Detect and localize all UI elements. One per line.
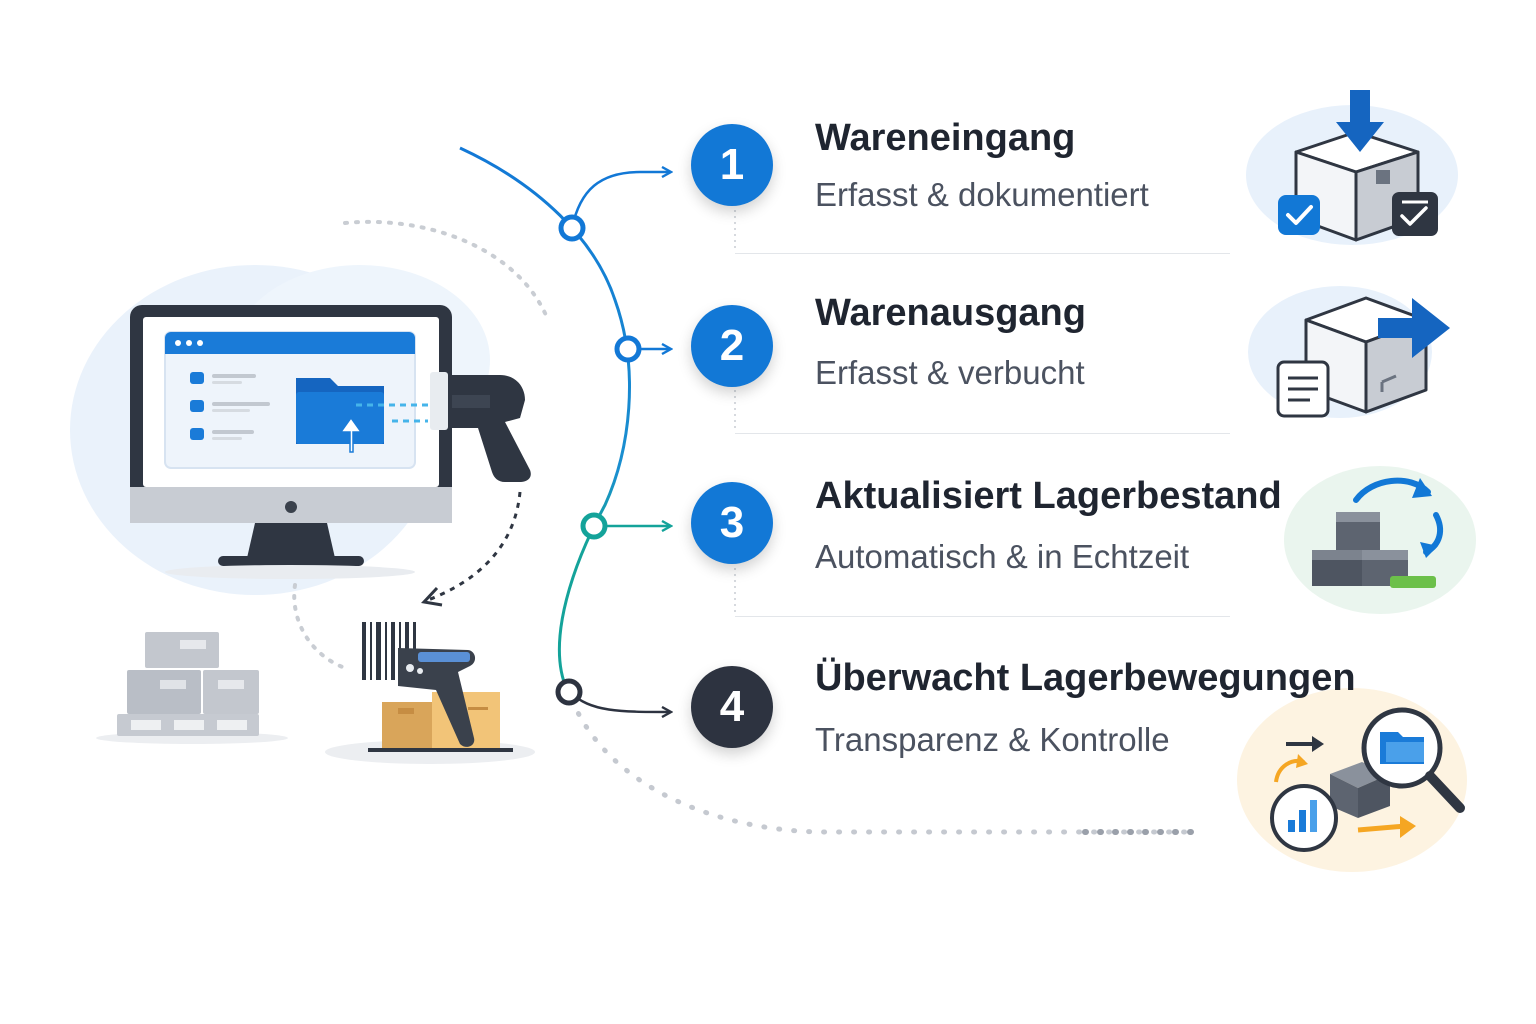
folder-upload-icon	[296, 378, 428, 453]
step-1-subtitle: Erfasst & dokumentiert	[815, 176, 1149, 213]
box-inbound-check-icon	[1246, 90, 1458, 245]
flow-node-3	[580, 512, 608, 540]
barcode-scanner-icon	[430, 372, 531, 482]
flow-node-2	[614, 335, 642, 363]
step-3-divider	[735, 616, 1230, 617]
pallet-boxes-icon	[96, 632, 288, 744]
step-4-badge: 4	[691, 666, 773, 748]
step-3-subtitle: Automatisch & in Echtzeit	[815, 538, 1190, 575]
step-1-badge: 1	[691, 124, 773, 206]
flow-line	[459, 146, 1198, 835]
step-2-title: Warenausgang	[815, 292, 1086, 334]
flow-node-4	[555, 678, 583, 706]
cardboard-box-icon	[325, 692, 535, 764]
stock-refresh-icon	[1284, 466, 1476, 614]
box-outbound-document-icon	[1248, 286, 1450, 418]
step-1-title: Wareneingang	[815, 117, 1076, 159]
step-2-divider	[735, 433, 1230, 434]
step-2-badge: 2	[691, 305, 773, 387]
step-2-subtitle: Erfasst & verbucht	[815, 354, 1085, 391]
workstation-illustration	[70, 219, 550, 764]
step-4-title: Überwacht Lagerbewegungen	[815, 657, 1356, 699]
magnifier-analytics-icon	[1237, 688, 1467, 872]
step-3-badge: 3	[691, 482, 773, 564]
step-4-subtitle: Transparenz & Kontrolle	[815, 721, 1170, 758]
monitor-icon	[130, 305, 452, 579]
barcode-scanner-icon	[398, 648, 476, 747]
step-1-divider	[735, 253, 1230, 254]
step-3-title: Aktualisiert Lagerbestand	[815, 475, 1282, 517]
flow-node-1	[558, 214, 586, 242]
